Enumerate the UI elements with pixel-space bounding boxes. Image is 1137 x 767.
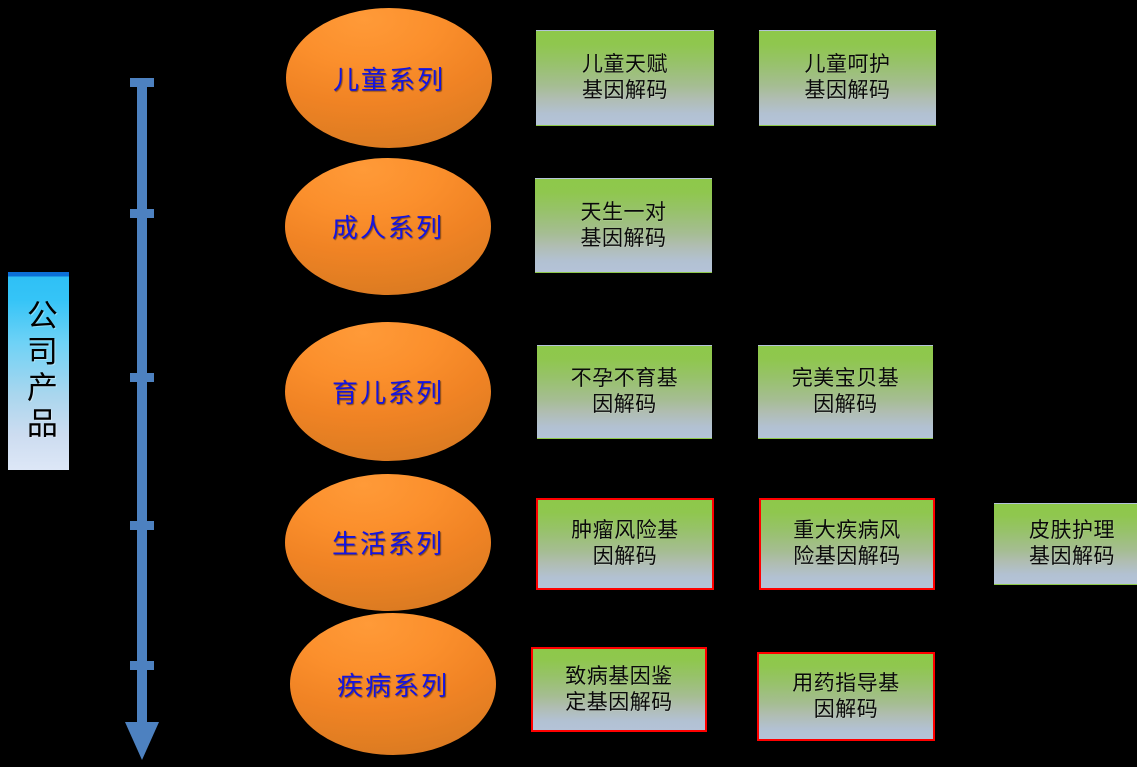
arrow-head-icon — [125, 722, 159, 760]
product-line-2: 险基因解码 — [793, 544, 901, 568]
product-line-2: 因解码 — [592, 392, 657, 416]
product-box-major-disease-risk[interactable]: 重大疾病风 险基因解码 — [759, 498, 935, 590]
product-line-1: 天生一对 — [580, 199, 667, 224]
product-box-medication-guide[interactable]: 用药指导基 因解码 — [757, 652, 935, 741]
product-line-2: 定基因解码 — [565, 689, 673, 714]
product-box-label: 重大疾病风 险基因解码 — [793, 518, 901, 569]
product-box-skin-care[interactable]: 皮肤护理 基因解码 — [994, 503, 1137, 585]
product-box-label: 皮肤护理 基因解码 — [1029, 518, 1115, 569]
product-line-2: 因解码 — [813, 392, 878, 416]
company-products-label-text: 公司产品 — [20, 299, 57, 443]
product-line-2: 基因解码 — [804, 78, 891, 102]
product-line-1: 不孕不育基 — [570, 366, 679, 391]
product-box-pathogenic-gene[interactable]: 致病基因鉴 定基因解码 — [531, 647, 707, 732]
arrow-tick-3 — [130, 373, 154, 382]
product-box-born-pair[interactable]: 天生一对 基因解码 — [535, 178, 712, 273]
product-line-1: 肿瘤风险基 — [571, 518, 679, 543]
product-box-label: 不孕不育基 因解码 — [571, 366, 679, 417]
arrow-tick-5 — [130, 661, 154, 670]
downward-timeline-arrow — [118, 70, 166, 762]
product-box-infertility[interactable]: 不孕不育基 因解码 — [537, 345, 712, 439]
product-box-label: 天生一对 基因解码 — [581, 200, 667, 251]
product-line-1: 皮肤护理 — [1029, 518, 1115, 543]
series-ellipse-label: 生活系列 — [331, 530, 444, 560]
product-line-1: 用药指导基 — [792, 670, 900, 695]
product-box-children-talent[interactable]: 儿童天赋 基因解码 — [536, 30, 714, 126]
product-line-2: 因解码 — [813, 696, 879, 721]
product-line-1: 儿童天赋 — [582, 52, 668, 77]
product-box-children-care[interactable]: 儿童呵护 基因解码 — [759, 30, 936, 126]
company-products-label: 公司产品 — [8, 272, 69, 470]
series-ellipse-label: 育儿系列 — [331, 379, 444, 409]
product-line-2: 基因解码 — [582, 78, 668, 102]
series-ellipse-label: 成人系列 — [331, 214, 444, 244]
arrow-tick-2 — [130, 209, 154, 218]
product-box-tumor-risk[interactable]: 肿瘤风险基 因解码 — [536, 498, 714, 590]
product-line-1: 儿童呵护 — [804, 52, 891, 77]
series-ellipse-label: 疾病系列 — [336, 671, 449, 702]
arrow-tick-4 — [130, 521, 154, 530]
series-ellipse-disease[interactable]: 疾病系列 — [290, 613, 496, 755]
product-box-label: 儿童天赋 基因解码 — [582, 52, 668, 103]
series-ellipse-children[interactable]: 儿童系列 — [286, 8, 492, 148]
arrow-tick-1 — [130, 78, 154, 87]
product-line-2: 基因解码 — [580, 225, 667, 250]
series-ellipse-lifestyle[interactable]: 生活系列 — [285, 474, 491, 611]
product-line-2: 因解码 — [592, 544, 658, 568]
product-line-1: 致病基因鉴 — [565, 663, 673, 688]
product-line-1: 重大疾病风 — [793, 518, 901, 543]
product-line-2: 基因解码 — [1029, 544, 1115, 568]
series-ellipse-label: 儿童系列 — [332, 65, 445, 96]
series-ellipse-adult[interactable]: 成人系列 — [285, 158, 491, 295]
product-box-label: 完美宝贝基 因解码 — [792, 366, 900, 417]
product-box-label: 致病基因鉴 定基因解码 — [565, 664, 673, 715]
product-box-label: 用药指导基 因解码 — [792, 671, 900, 722]
series-ellipse-parenting[interactable]: 育儿系列 — [285, 322, 491, 461]
product-box-perfect-baby[interactable]: 完美宝贝基 因解码 — [758, 345, 933, 439]
product-line-1: 完美宝贝基 — [791, 366, 900, 391]
product-box-label: 儿童呵护 基因解码 — [805, 52, 891, 103]
product-box-label: 肿瘤风险基 因解码 — [571, 518, 679, 569]
